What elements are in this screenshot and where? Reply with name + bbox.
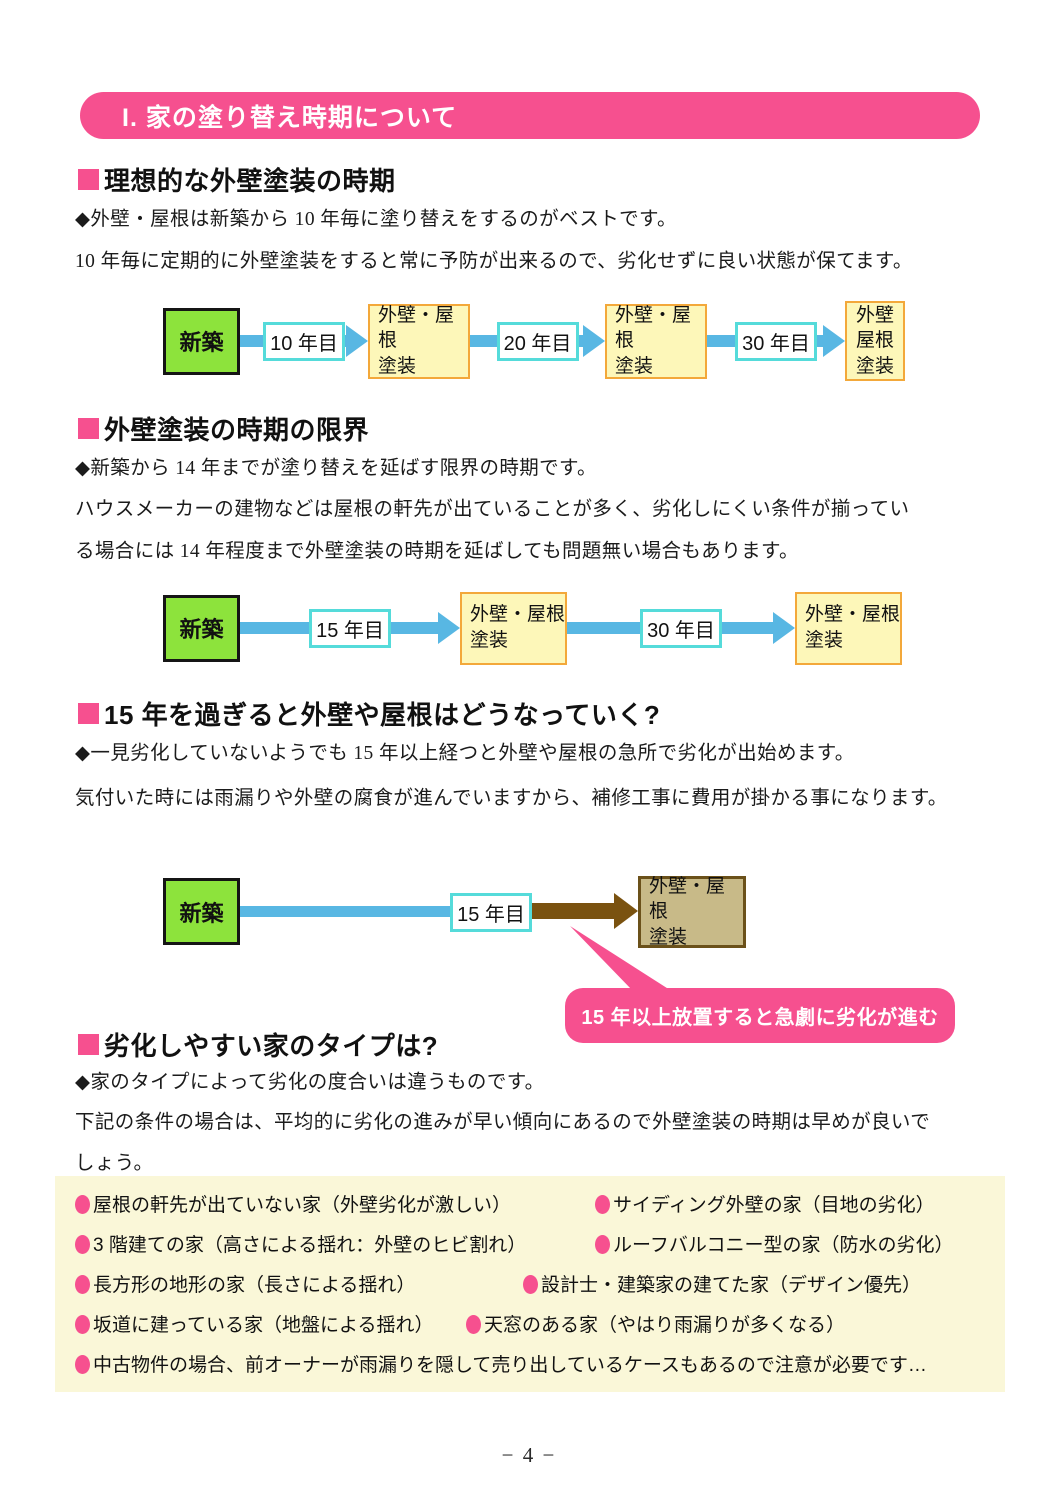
section-heading-text: 外壁塗装の時期の限界 xyxy=(104,415,370,445)
repaint-stage-box: 外壁・屋根 塗装 xyxy=(795,591,902,665)
timeline-connector: 30 年目 xyxy=(707,301,845,381)
risk-house-types-panel: 屋根の軒先が出ていない家（外壁劣化が激しい） サイディング外壁の家（目地の劣化）… xyxy=(55,1176,1005,1392)
risk-item: 3 階建ての家（高さによる揺れ：外壁のヒビ割れ） xyxy=(75,1235,526,1256)
paragraph: ◆新築から 14 年までが塗り替えを延ばす限界の時期です。 xyxy=(75,458,597,479)
chapter-title-bar: I. 家の塗り替え時期について xyxy=(80,92,980,139)
risk-item: サイディング外壁の家（目地の劣化） xyxy=(595,1190,935,1217)
risk-row: 3 階建ての家（高さによる揺れ：外壁のヒビ割れ） ルーフバルコニー型の家（防水の… xyxy=(75,1230,995,1256)
bullet-icon xyxy=(75,1355,90,1374)
right-arrow-icon xyxy=(773,612,795,644)
year-milestone: 15 年目 xyxy=(309,608,391,648)
section-marker-icon xyxy=(78,1034,99,1055)
brown-right-arrow-icon xyxy=(614,893,638,929)
neglected-repaint-box: 外壁・屋根 塗装 xyxy=(638,876,746,948)
year-milestone: 10 年目 xyxy=(263,321,345,361)
warning-callout-text: 15 年以上放置すると急劇に劣化が進む xyxy=(581,1007,939,1029)
risk-item-text: 設計士・建築家の建てた家（デザイン優先） xyxy=(541,1275,922,1296)
section-heading-text: 理想的な外壁塗装の時期 xyxy=(104,166,396,196)
neglect-arrow-bar xyxy=(532,903,614,919)
risk-item-text: 屋根の軒先が出ていない家（外壁劣化が激しい） xyxy=(93,1195,512,1216)
timeline-limit: 新築 15 年目 外壁・屋根 塗装 30 年目 外壁・屋根 塗装 xyxy=(163,590,902,666)
risk-item-text: 中古物件の場合、前オーナーが雨漏りを隠して売り出しているケースもあるので注意が必… xyxy=(93,1355,927,1376)
section-heading-text: 15 年を過ぎると外壁や屋根はどうなっていく? xyxy=(104,700,661,730)
paragraph: る場合には 14 年程度まで外壁塗装の時期を延ばしても問題無い場合もあります。 xyxy=(75,541,799,562)
section-marker-icon xyxy=(78,169,99,190)
section-marker-icon xyxy=(78,418,99,439)
repaint-stage-box: 外壁・屋根 塗装 xyxy=(368,303,470,379)
paragraph: ◆家のタイプによって劣化の度合いは違うものです。 xyxy=(75,1072,545,1093)
timeline-ideal: 新築 10 年目 外壁・屋根 塗装 20 年目 外壁・屋根 塗装 30 年目 外… xyxy=(163,300,905,382)
paragraph: 気付いた時には雨漏りや外壁の腐食が進んでいますから、補修工事に費用が掛かる事にな… xyxy=(75,788,948,809)
risk-item-text: 長方形の地形の家（長さによる揺れ） xyxy=(93,1275,416,1296)
risk-row: 屋根の軒先が出ていない家（外壁劣化が激しい） サイディング外壁の家（目地の劣化） xyxy=(75,1190,995,1216)
repaint-stage-box: 外壁・屋根 塗装 xyxy=(460,591,567,665)
repaint-stage-box: 外壁 屋根 塗装 xyxy=(845,301,905,381)
year-milestone: 30 年目 xyxy=(640,608,722,648)
repaint-stage-box: 外壁・屋根 塗装 xyxy=(605,303,707,379)
timeline-start-box: 新築 xyxy=(163,878,240,945)
risk-item: 長方形の地形の家（長さによる揺れ） xyxy=(75,1275,415,1296)
right-arrow-icon xyxy=(438,612,460,644)
risk-item-text: 3 階建ての家（高さによる揺れ：外壁のヒビ割れ） xyxy=(93,1235,527,1256)
bullet-icon xyxy=(595,1195,610,1214)
risk-item: 設計士・建築家の建てた家（デザイン優先） xyxy=(523,1270,921,1297)
bullet-icon xyxy=(75,1195,90,1214)
right-arrow-icon xyxy=(346,325,368,357)
risk-item: 坂道に建っている家（地盤による揺れ） xyxy=(75,1315,433,1336)
paragraph: 下記の条件の場合は、平均的に劣化の進みが早い傾向にあるので外壁塗装の時期は早めが… xyxy=(75,1112,931,1133)
risk-item: 屋根の軒先が出ていない家（外壁劣化が激しい） xyxy=(75,1195,511,1216)
section-heading-after-15-years: 15 年を過ぎると外壁や屋根はどうなっていく? xyxy=(78,695,660,732)
chapter-title: I. 家の塗り替え時期について xyxy=(122,103,458,132)
bullet-icon xyxy=(523,1275,538,1294)
timeline-start-box: 新築 xyxy=(163,307,240,375)
risk-item: 天窓のある家（やはり雨漏りが多くなる） xyxy=(466,1310,845,1337)
paragraph: しょう。 xyxy=(75,1153,154,1174)
risk-item-text: 坂道に建っている家（地盤による揺れ） xyxy=(93,1315,434,1336)
right-arrow-icon xyxy=(823,325,845,357)
section-heading-text: 劣化しやすい家のタイプは? xyxy=(104,1031,439,1061)
bullet-icon xyxy=(75,1315,90,1334)
page-number: − 4 − xyxy=(501,1443,557,1467)
timeline-connector: 30 年目 xyxy=(567,588,795,668)
year-milestone: 30 年目 xyxy=(735,321,817,361)
section-marker-icon xyxy=(78,703,99,724)
timeline-start-box: 新築 xyxy=(163,594,240,662)
risk-item-text: 天窓のある家（やはり雨漏りが多くなる） xyxy=(484,1315,846,1336)
risk-row: 長方形の地形の家（長さによる揺れ） 設計士・建築家の建てた家（デザイン優先） xyxy=(75,1270,995,1296)
timeline-connector: 20 年目 xyxy=(470,301,605,381)
year-milestone: 20 年目 xyxy=(496,321,579,361)
paragraph: 10 年毎に定期的に外壁塗装をすると常に予防が出来るので、劣化せずに良い状態が保… xyxy=(75,251,913,272)
bullet-icon xyxy=(595,1235,610,1254)
risk-item-text: サイディング外壁の家（目地の劣化） xyxy=(613,1195,935,1216)
risk-row: 坂道に建っている家（地盤による揺れ） 天窓のある家（やはり雨漏りが多くなる） xyxy=(75,1310,995,1336)
timeline-connector: 15 年目 xyxy=(240,588,460,668)
bullet-icon xyxy=(75,1235,90,1254)
section-heading-house-types: 劣化しやすい家のタイプは? xyxy=(78,1026,438,1063)
section-heading-ideal-timing: 理想的な外壁塗装の時期 xyxy=(78,161,396,198)
right-arrow-icon xyxy=(583,325,605,357)
section-heading-limit: 外壁塗装の時期の限界 xyxy=(78,410,369,447)
paragraph: ハウスメーカーの建物などは屋根の軒先が出ていることが多く、劣化しにくい条件が揃っ… xyxy=(75,499,910,520)
warning-callout: 15 年以上放置すると急劇に劣化が進む xyxy=(565,988,955,1043)
timeline-line xyxy=(240,906,455,917)
risk-item: 中古物件の場合、前オーナーが雨漏りを隠して売り出しているケースもあるので注意が必… xyxy=(75,1355,927,1376)
bullet-icon xyxy=(466,1315,481,1334)
risk-item-text: ルーフバルコニー型の家（防水の劣化） xyxy=(613,1235,954,1256)
paragraph: ◆外壁・屋根は新築から 10 年毎に塗り替えをするのがベストです。 xyxy=(75,209,677,230)
risk-row: 中古物件の場合、前オーナーが雨漏りを隠して売り出しているケースもあるので注意が必… xyxy=(75,1350,995,1376)
timeline-connector: 10 年目 xyxy=(240,301,368,381)
bullet-icon xyxy=(75,1275,90,1294)
paragraph: ◆一見劣化していないようでも 15 年以上経つと外壁や屋根の急所で劣化が出始めま… xyxy=(75,743,855,764)
risk-item: ルーフバルコニー型の家（防水の劣化） xyxy=(595,1230,953,1257)
year-milestone: 15 年目 xyxy=(450,893,532,932)
